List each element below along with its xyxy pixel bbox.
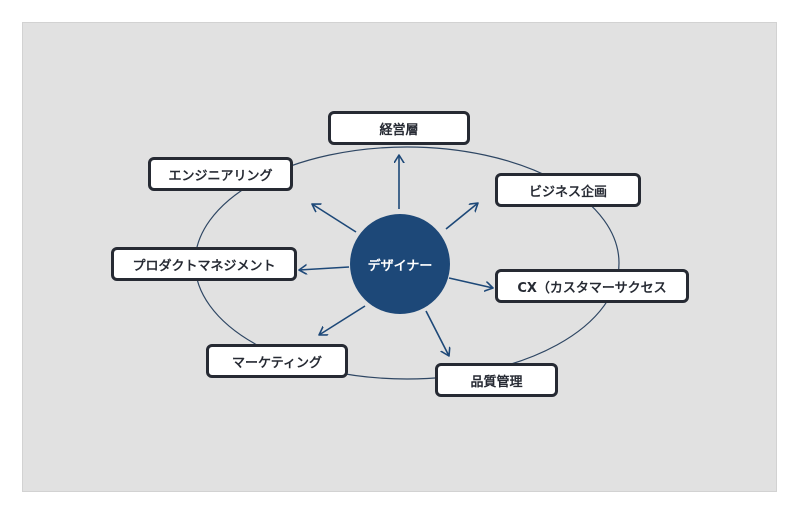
role-box-business-planning[interactable]: ビジネス企画 [495,173,641,207]
arrow-to-product-management [299,267,350,270]
role-label-marketing: マーケティング [232,355,322,371]
role-label-engineering: エンジニアリング [168,168,273,184]
role-box-engineering[interactable]: エンジニアリング [148,157,293,191]
role-label-quality-management: 品質管理 [470,374,523,390]
role-label-management: 経営層 [379,122,419,138]
arrow-to-business-planning [445,203,478,230]
arrow-to-quality-management [425,310,449,356]
role-box-quality-management[interactable]: 品質管理 [435,363,558,397]
role-label-business-planning: ビジネス企画 [528,184,607,200]
role-label-cx: CX（カスタマーサクセス [517,280,667,296]
arrow-to-engineering [312,204,357,233]
role-box-product-management[interactable]: プロダクトマネジメント [111,247,297,281]
role-box-marketing[interactable]: マーケティング [206,344,348,378]
role-box-cx[interactable]: CX（カスタマーサクセス [495,269,689,303]
designer-node[interactable]: デザイナー [350,214,450,314]
role-box-management[interactable]: 経営層 [328,111,470,145]
arrow-to-cx [448,277,493,288]
designer-label: デザイナー [367,258,433,274]
role-label-product-management: プロダクトマネジメント [132,258,276,274]
diagram-canvas: デザイナー 経営層 ビジネス企画 CX（カスタマーサクセス 品質管理 マーケティ… [22,22,777,492]
arrow-to-marketing [319,305,366,335]
